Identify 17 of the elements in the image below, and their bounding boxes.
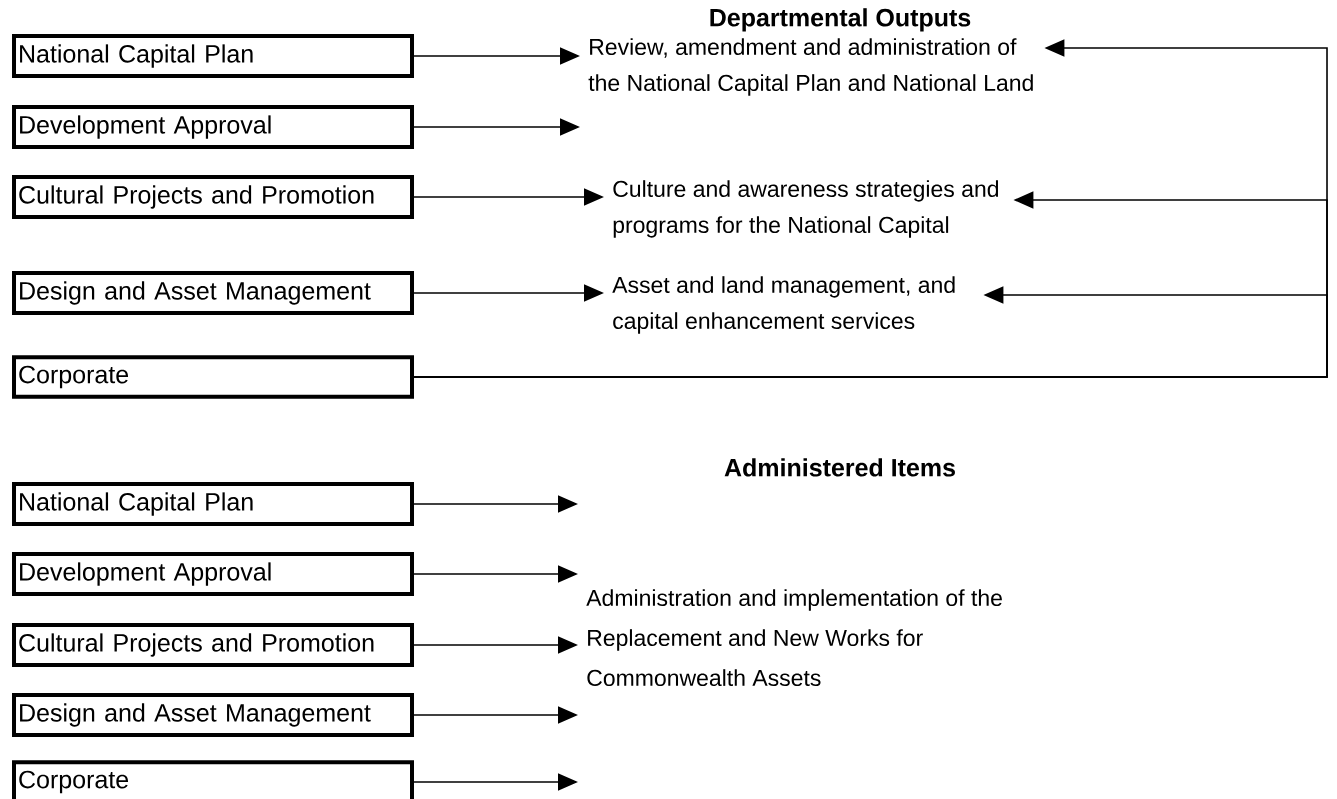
output-text: Review, amendment and administration of the National Capital Plan and National Land <box>588 38 1033 96</box>
section-heading: Administered Items <box>724 458 955 477</box>
process-box: National Capital Plan <box>12 482 414 526</box>
connector-arrow <box>413 286 1328 378</box>
output-text: Culture and awareness strategies and programs for the National Capital <box>613 180 999 238</box>
process-box: Cultural Projects and Promotion <box>12 623 414 667</box>
process-box: Cultural Projects and Promotion <box>12 175 414 219</box>
process-box: Design and Asset Management <box>12 271 414 315</box>
process-box: Design and Asset Management <box>12 693 414 737</box>
output-text: Asset and land management, and capital enhancement services <box>612 276 955 334</box>
section-heading: Departmental Outputs <box>710 8 971 32</box>
output-text: Administration and implementation of the Replacement and New Works for Commonwealth Assets <box>586 589 1002 687</box>
process-box: Development Approval <box>12 552 414 596</box>
process-box: National Capital Plan <box>12 34 414 78</box>
process-box: Development Approval <box>12 105 414 149</box>
process-box: Corporate <box>12 355 414 399</box>
process-box: Corporate <box>12 760 414 799</box>
